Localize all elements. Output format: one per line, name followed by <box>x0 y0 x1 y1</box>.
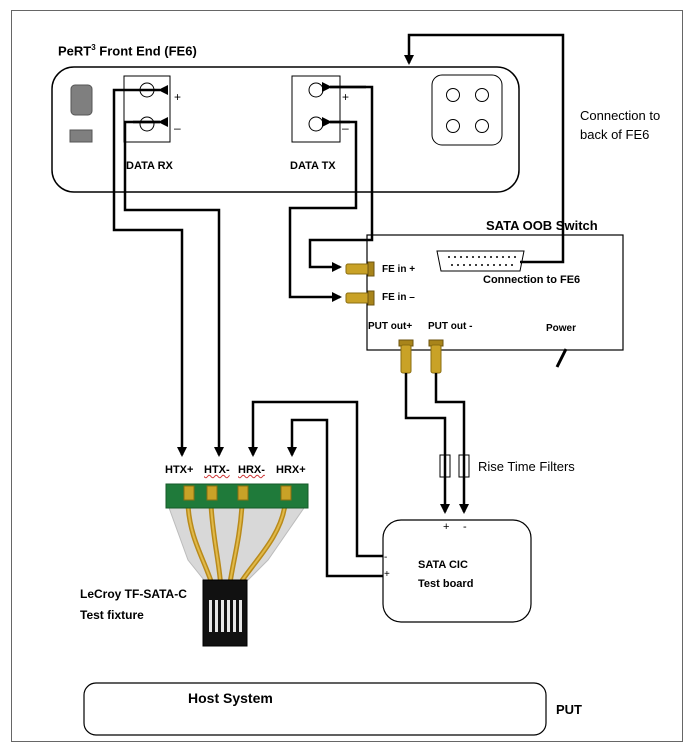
fe-grey-knob <box>70 84 93 116</box>
cic-input-plus-sign: + <box>384 569 390 580</box>
line-rx-plus-htx-plus <box>112 88 187 457</box>
data-rx-minus-port <box>139 116 155 132</box>
cic-board-box <box>382 519 532 623</box>
line-tx-minus-fe-in-minus <box>288 120 358 302</box>
put-label: PUT <box>556 702 582 717</box>
back-port-4 <box>475 119 489 133</box>
data-tx-plus-sign: + <box>342 90 350 104</box>
line-hrx-plus <box>287 418 383 578</box>
back-connector-frame <box>431 74 503 146</box>
back-port-3 <box>446 119 460 133</box>
back-port-2 <box>475 88 489 102</box>
pin-label-htx-minus: HTX- <box>204 464 230 476</box>
cic-board-sub: Test board <box>418 578 474 590</box>
data-rx-label: DATA RX <box>126 160 173 172</box>
db25-connector <box>436 250 525 272</box>
data-tx-minus-port <box>308 116 324 132</box>
line-put-out-minus <box>434 373 469 514</box>
data-tx-label: DATA TX <box>290 160 336 172</box>
put-out-plus-label: PUT out+ <box>368 321 413 332</box>
line-put-out-plus <box>404 373 450 514</box>
db25-pins <box>448 256 516 266</box>
host-system-box <box>83 682 547 736</box>
fe-in-plus-label: FE in + <box>382 264 416 275</box>
power-cable <box>555 348 568 368</box>
data-tx-minus-sign: – <box>342 121 349 135</box>
back-connection-line2: back of FE6 <box>580 127 650 142</box>
power-label: Power <box>546 323 577 334</box>
host-system-label: Host System <box>188 690 273 706</box>
data-rx-minus-sign: – <box>174 121 181 135</box>
pin-label-hrx-plus: HRX+ <box>276 464 306 476</box>
pin-label-hrx-minus: HRX- <box>238 464 265 476</box>
fe-grey-slot <box>69 129 93 143</box>
put-out-minus-label: PUT out - <box>428 321 473 332</box>
rise-time-filters-label: Rise Time Filters <box>478 459 575 474</box>
fe-in-minus-label: FE in – <box>382 292 415 303</box>
oob-switch-title: SATA OOB Switch <box>486 218 598 233</box>
pin-label-htx-plus: HTX+ <box>165 464 194 476</box>
sma-fe-in-plus <box>345 261 375 277</box>
cic-input-minus-sign: - <box>384 552 388 563</box>
connection-lines <box>112 33 565 578</box>
cic-board-name: SATA CIC <box>418 559 468 571</box>
data-rx-plus-sign: + <box>174 90 182 104</box>
sma-put-out-minus <box>428 339 444 374</box>
page-frame <box>11 10 683 742</box>
test-fixture-label-line2: Test fixture <box>80 608 144 622</box>
front-end-title: PeRT3 Front End (FE6) <box>58 43 197 59</box>
back-connection-line1: Connection to <box>580 108 661 123</box>
test-fixture <box>165 483 309 647</box>
cic-minus-sign: - <box>463 521 467 533</box>
sma-put-out-plus <box>398 339 414 374</box>
connection-to-fe6-label: Connection to FE6 <box>483 274 581 286</box>
back-connection-label: Connection to back of FE6 <box>580 106 660 144</box>
sma-fe-in-minus <box>345 290 375 306</box>
line-hrx-minus <box>248 400 383 558</box>
cic-plus-sign: + <box>443 521 450 533</box>
data-tx-plus-port <box>308 82 324 98</box>
test-fixture-label-line1: LeCroy TF-SATA-C <box>80 587 187 601</box>
back-port-1 <box>446 88 460 102</box>
line-back-fe6 <box>404 33 565 264</box>
